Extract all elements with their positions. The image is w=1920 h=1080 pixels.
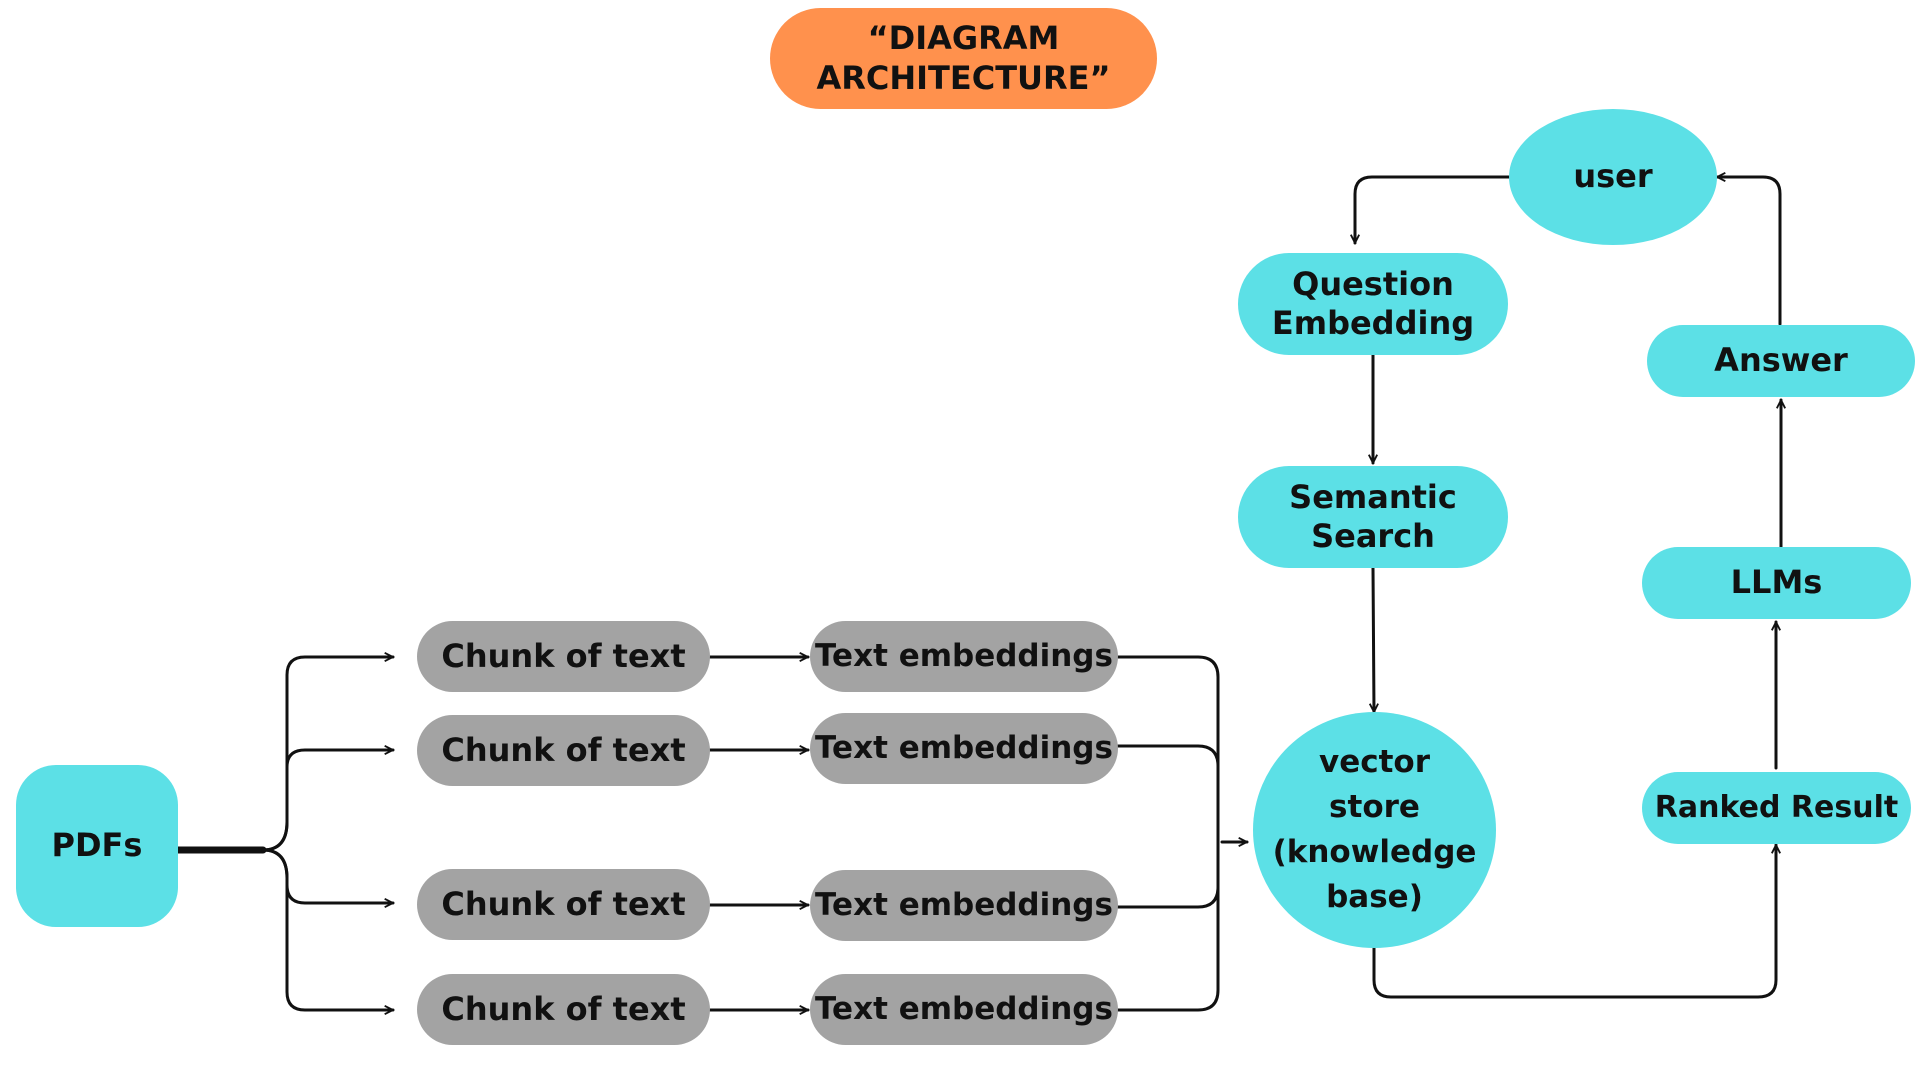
vector-store-line-4: base)	[1326, 878, 1423, 915]
text-embeddings-node: Text embeddings	[810, 713, 1118, 784]
llms-label: LLMs	[1730, 563, 1823, 602]
embedding-merge-2	[1116, 744, 1220, 844]
pdfs-label: PDFs	[51, 826, 143, 865]
chunk-of-text-node: Chunk of text	[417, 621, 710, 692]
embedding-merge-1	[1116, 655, 1220, 844]
semantic-search-line-1: Semantic	[1289, 477, 1457, 516]
embedding-label: Text embeddings	[815, 990, 1113, 1027]
pdfs-branch-lower	[261, 848, 395, 1010]
chunk-label: Chunk of text	[441, 989, 686, 1028]
embedding-label: Text embeddings	[815, 729, 1113, 766]
vector-store-node: vector store (knowledge base)	[1253, 712, 1496, 948]
chunk-label: Chunk of text	[441, 730, 686, 769]
embedding-merge-3	[1116, 840, 1220, 909]
answer-to-user-connector	[1715, 177, 1782, 326]
semantic-search-node: Semantic Search	[1238, 466, 1508, 568]
user-node: user	[1509, 109, 1717, 245]
chunk-label: Chunk of text	[441, 884, 686, 923]
embedding-label: Text embeddings	[815, 886, 1113, 923]
semantic-search-line-2: Search	[1311, 517, 1435, 555]
chunk-label: Chunk of text	[441, 636, 686, 675]
vector-to-ranked-connector	[1372, 843, 1776, 999]
search-to-vector-connector	[1373, 566, 1374, 714]
user-label: user	[1573, 157, 1653, 196]
ranked-result-node: Ranked Result	[1642, 772, 1911, 844]
title-line-2: ARCHITECTURE”	[816, 58, 1111, 97]
answer-node: Answer	[1647, 325, 1915, 397]
ranked-result-label: Ranked Result	[1654, 789, 1899, 825]
vector-store-line-3: (knowledge	[1272, 834, 1477, 870]
chunk-of-text-node: Chunk of text	[417, 869, 710, 940]
pdfs-node: PDFs	[16, 765, 178, 927]
embedding-merge-4	[1116, 840, 1220, 1012]
question-embedding-line-1: Question	[1292, 264, 1454, 303]
chunk-of-text-node: Chunk of text	[417, 715, 710, 786]
diagram-title-badge: “DIAGRAM ARCHITECTURE”	[770, 8, 1157, 109]
answer-label: Answer	[1714, 341, 1848, 380]
text-embeddings-node: Text embeddings	[810, 974, 1118, 1045]
user-to-question-connector	[1355, 175, 1511, 245]
vector-store-line-2: store	[1329, 789, 1420, 826]
pdfs-branch-2	[261, 750, 395, 852]
title-line-1: “DIAGRAM	[867, 19, 1060, 58]
llms-node: LLMs	[1642, 547, 1911, 619]
text-embeddings-node: Text embeddings	[810, 870, 1118, 941]
vector-store-line-1: vector	[1318, 744, 1430, 781]
question-embedding-line-2: Embedding	[1271, 304, 1475, 342]
pdfs-branch-upper	[261, 657, 395, 852]
question-embedding-node: Question Embedding	[1238, 253, 1508, 355]
chunk-of-text-node: Chunk of text	[417, 974, 710, 1045]
text-embeddings-node: Text embeddings	[810, 621, 1118, 692]
embedding-label: Text embeddings	[815, 637, 1113, 674]
